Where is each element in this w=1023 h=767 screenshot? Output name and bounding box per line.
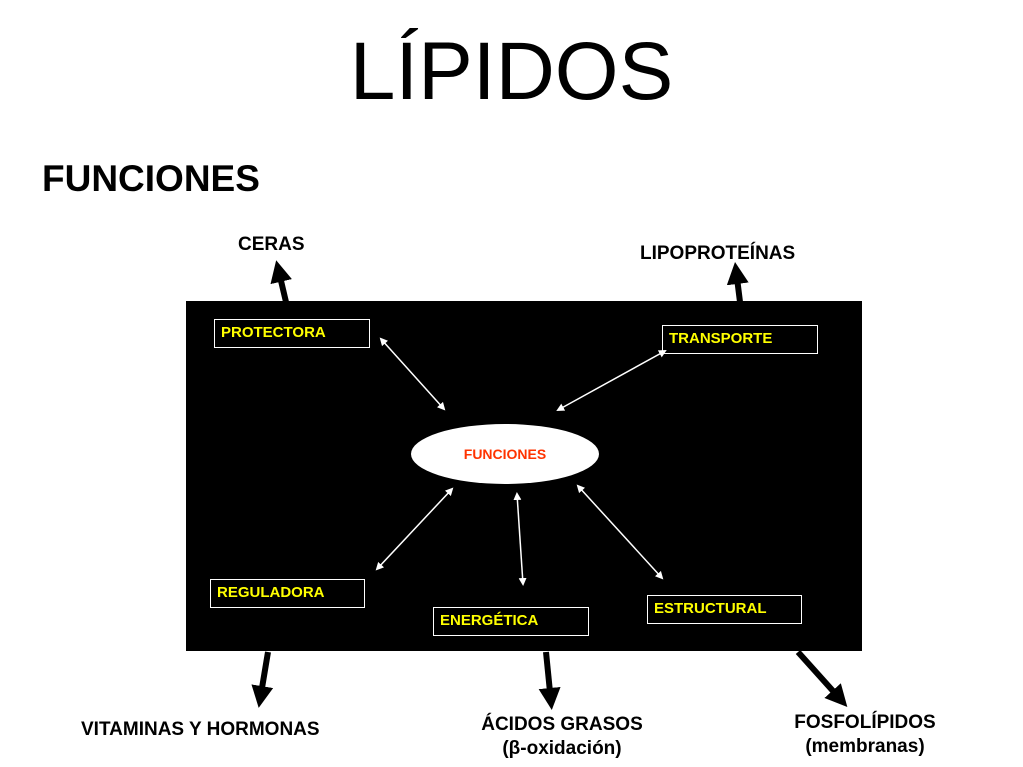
label-fosfolipidos-line1: FOSFOLÍPIDOS [794, 712, 936, 733]
label-acidos-grasos-line2: (β-oxidación) [502, 738, 622, 759]
label-acidos-grasos: ÁCIDOS GRASOS (β-oxidación) [462, 713, 662, 761]
arrow-to-ceras [270, 260, 292, 303]
arrow-to-acidos [538, 651, 561, 710]
box-estructural: ESTRUCTURAL [647, 595, 802, 624]
connector-protectora [379, 337, 446, 411]
box-transporte: TRANSPORTE [662, 325, 818, 354]
arrow-to-vitaminas [251, 651, 274, 708]
page-title: LÍPIDOS [349, 26, 674, 117]
box-reguladora: REGULADORA [210, 579, 365, 608]
label-fosfolipidos-line2: (membranas) [805, 736, 925, 757]
box-energetica: ENERGÉTICA [433, 607, 589, 636]
arrow-to-lipoproteinas [726, 262, 749, 303]
label-acidos-grasos-line1: ÁCIDOS GRASOS [481, 714, 643, 735]
connector-energetica [513, 492, 527, 586]
connector-transporte [556, 350, 667, 411]
label-ceras: CERAS [238, 234, 305, 255]
label-vitaminas-hormonas: VITAMINAS Y HORMONAS [81, 719, 320, 740]
diagram-panel: PROTECTORA TRANSPORTE REGULADORA ENERGÉT… [186, 301, 862, 651]
connector-estructural [576, 484, 664, 580]
center-funciones: FUNCIONES [411, 424, 599, 484]
section-heading: FUNCIONES [42, 158, 260, 199]
connector-reguladora [375, 487, 454, 571]
label-lipoproteinas: LIPOPROTEÍNAS [640, 243, 796, 264]
label-fosfolipidos: FOSFOLÍPIDOS (membranas) [776, 711, 954, 759]
box-protectora: PROTECTORA [214, 319, 370, 348]
arrow-to-fosfolipidos [795, 649, 848, 707]
